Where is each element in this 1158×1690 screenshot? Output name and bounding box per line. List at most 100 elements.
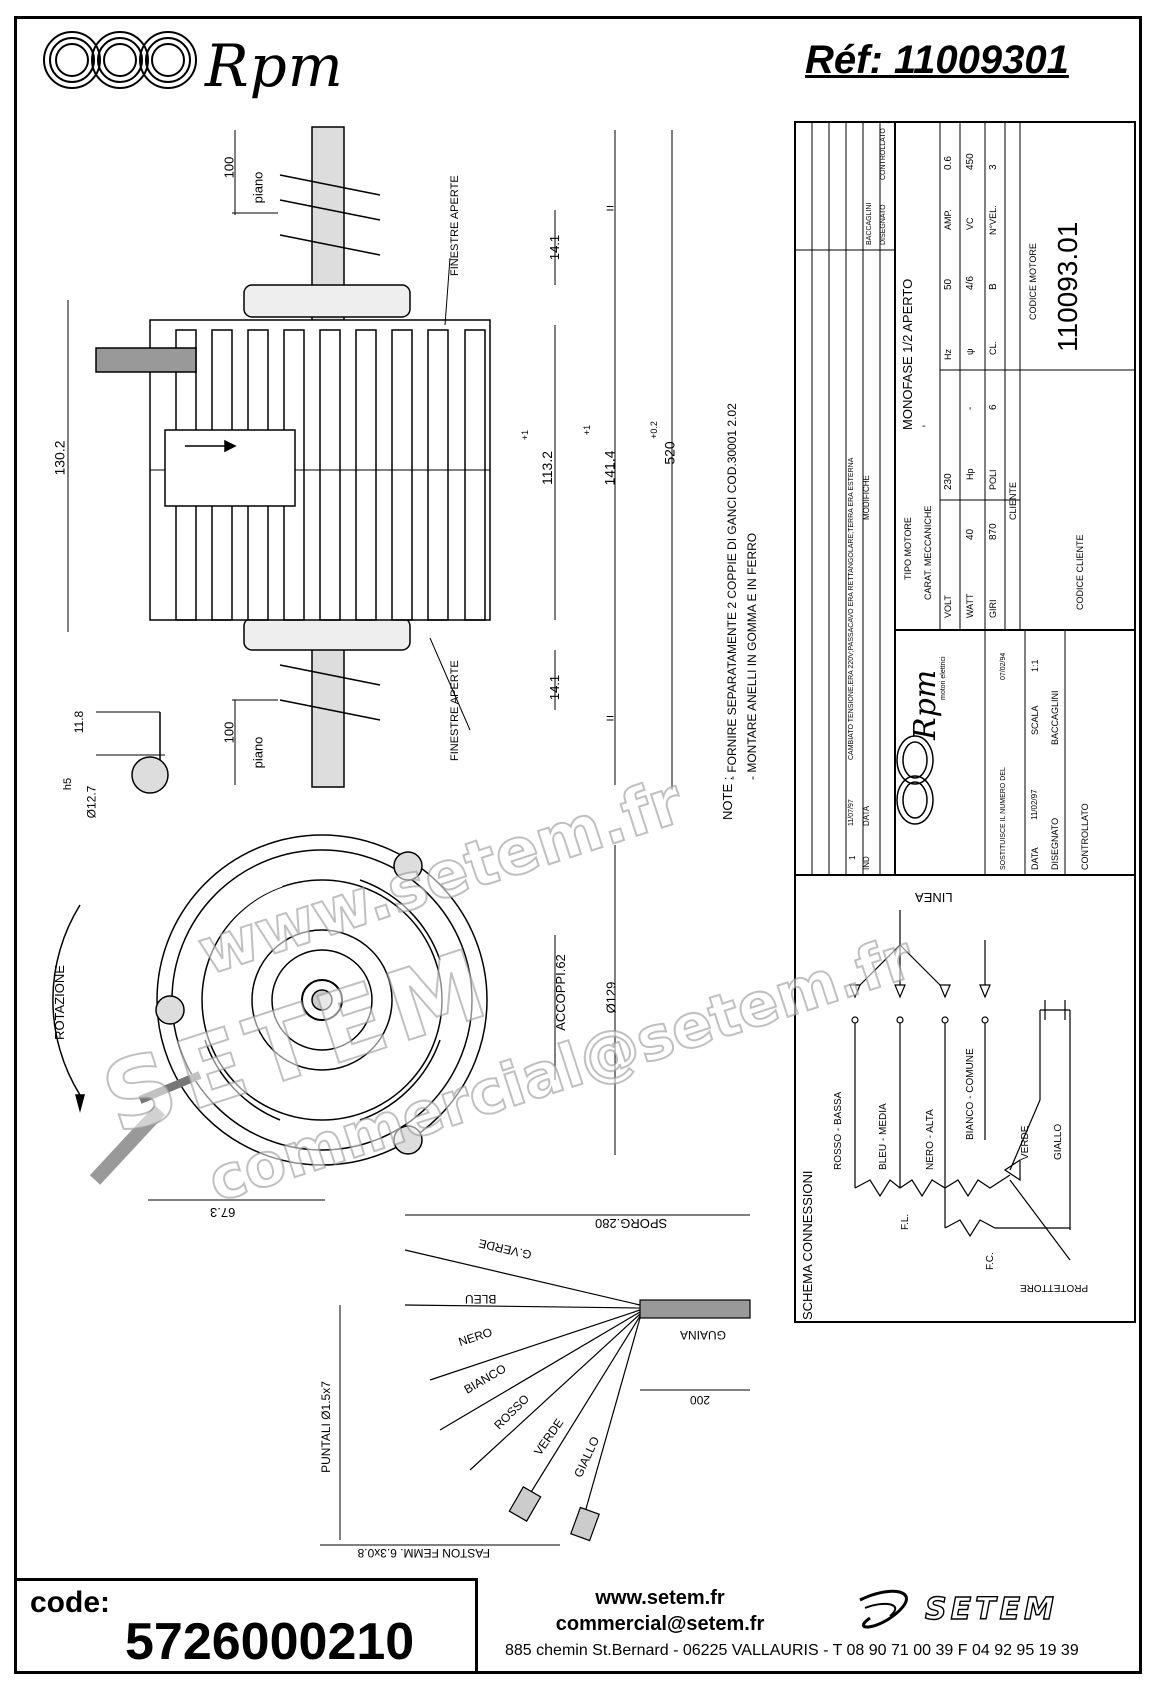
tb-modifiche-header: MODIFICHE xyxy=(862,475,871,520)
connection-schema xyxy=(849,910,1071,1261)
dim-14-1-bottom: 14.1 xyxy=(547,674,563,701)
label-rotazione: ROTAZIONE xyxy=(51,965,67,1040)
reference-number: Réf: 11009301 xyxy=(805,38,1069,82)
tb-sostituisce-label: SOSTITUISCE IL NUMERO DEL xyxy=(1000,767,1007,870)
tb-poli: 6 xyxy=(988,404,999,410)
tb-disegnato-value: BACCAGLINI xyxy=(1050,690,1060,745)
code-box xyxy=(16,1578,478,1674)
schema-protettore: PROTETTORE xyxy=(1020,1282,1089,1293)
schema-fl: F.L. xyxy=(900,1213,911,1230)
tb-vc-label: VC xyxy=(965,217,975,230)
tb-phi: 4/6 xyxy=(965,276,976,290)
schema-title: SCHEMA CONNESSIONI xyxy=(800,1170,815,1320)
tb-data-label: DATA xyxy=(1030,847,1040,870)
tb-logo-text: Rpm xyxy=(908,669,943,740)
notes-prefix: NOTE : xyxy=(720,776,735,820)
code-label: code: xyxy=(30,1586,111,1619)
dim-piano-bottom: 100 xyxy=(221,721,237,744)
dim-11-8: 11.8 xyxy=(72,710,87,734)
tb-vc: 450 xyxy=(965,153,976,170)
tb-hz: 50 xyxy=(943,278,954,290)
tb-volt-label: VOLT xyxy=(943,595,953,618)
dim-sporg: SPORG.280 xyxy=(595,1216,668,1231)
tb-carat-label: CARAT. MECCANICHE xyxy=(923,505,933,600)
dim-14-1-top: 14.1 xyxy=(547,234,563,261)
code-value: 5726000210 xyxy=(125,1613,415,1671)
footer-contact: www.setem.fr commercial@setem.fr xyxy=(530,1585,790,1637)
label-faston: FASTON FEMM. 6.3x0.8 xyxy=(357,1546,490,1560)
motor-side-view xyxy=(67,126,673,794)
dim-12-7: Ø12.7 xyxy=(84,785,99,819)
label-puntali: PUNTALI Ø1.5x7 xyxy=(318,1381,333,1473)
tb-rev-date: 11/07/97 xyxy=(848,799,855,826)
tb-giri: 870 xyxy=(988,523,999,540)
schema-rosso-bassa: ROSSO - BASSA xyxy=(833,1091,844,1170)
footer-address: 885 chemin St.Bernard - 06225 VALLAURIS … xyxy=(505,1642,1079,1659)
dim-129: Ø129 xyxy=(603,981,619,1014)
title-logo-coils-icon xyxy=(896,735,934,825)
label-finestre-top: FINESTRE APERTE xyxy=(449,175,461,276)
tb-controllato-label: CONTROLLATO xyxy=(1080,803,1090,870)
dim-113-tol: +1 xyxy=(520,429,531,441)
tb-codice-cliente-label: CODICE CLIENTE xyxy=(1075,534,1085,610)
motor-front-view xyxy=(52,834,616,1201)
drawing-frame xyxy=(14,16,1142,1674)
schema-linea: LINEA xyxy=(915,890,953,905)
dim-piano-top: 100 xyxy=(221,156,237,179)
schema-fc: F.C. xyxy=(985,1252,996,1270)
tb-tipo-motore-label: TIPO MOTORE xyxy=(903,517,913,580)
title-block-grid xyxy=(794,121,1136,1323)
footer-website[interactable]: www.setem.fr xyxy=(595,1587,725,1609)
tb-controllato-header: CONTROLLATO xyxy=(880,128,887,180)
dim-141: 141.4 xyxy=(601,450,618,486)
label-piano-top: piano xyxy=(250,171,266,204)
eq-bottom: = xyxy=(606,710,615,726)
tb-scala-value: 1:1 xyxy=(1030,659,1040,672)
tb-phi-label: ψ xyxy=(965,348,975,355)
tb-data-value: 11/02/97 xyxy=(1030,789,1039,820)
tb-hz-label: Hz xyxy=(943,349,953,360)
tb-rev-text: CAMBIATO TENSIONE,ERA 220V;PASSACAVO ERA… xyxy=(848,457,855,760)
tb-tipo-motore: MONOFASE 1/2 APERTO xyxy=(900,278,915,430)
dim-113: 113.2 xyxy=(539,451,555,485)
setem-logo-text: SETEM xyxy=(924,1591,1058,1627)
dim-520: 520 xyxy=(661,441,678,465)
footer-email[interactable]: commercial@setem.fr xyxy=(555,1613,765,1635)
dim-67-3: 67.3 xyxy=(210,1205,236,1220)
tb-nvel-label: N°VEL. xyxy=(988,205,998,235)
tb-data-header: DATA xyxy=(862,805,871,826)
tb-hp: - xyxy=(965,406,976,410)
tb-disegnato-header: DISEGNATO xyxy=(880,204,887,245)
tb-rev-num: 1 xyxy=(848,855,857,860)
tb-amp-label: AMP. xyxy=(943,209,953,230)
schema-giallo: GIALLO xyxy=(1053,1123,1064,1160)
tb-logo-sub: motori elettrici xyxy=(940,656,947,700)
wire-harness xyxy=(320,1214,751,1546)
dim-200: 200 xyxy=(690,1393,711,1407)
wire-bleu: BLEU xyxy=(465,1292,497,1306)
tb-carat: - xyxy=(922,420,926,432)
tb-cl: B xyxy=(988,283,999,290)
label-guaina: GUAINA xyxy=(680,1328,727,1342)
brand-name: Rpm xyxy=(205,32,344,100)
tb-watt-label: WATT xyxy=(965,593,975,619)
tb-scala-label: SCALA xyxy=(1030,705,1040,735)
dim-130: 130.2 xyxy=(51,440,68,476)
tb-ind: IND xyxy=(862,856,871,870)
tb-volt: 230 xyxy=(943,473,954,490)
rpm-logo-coils-icon xyxy=(43,31,197,89)
tb-watt: 40 xyxy=(965,528,976,540)
label-finestre-bottom: FINESTRE APERTE xyxy=(449,660,461,761)
eq-top: = xyxy=(606,200,615,216)
tb-cl-label: CL. xyxy=(988,340,998,355)
tb-poli-label: POLI xyxy=(988,469,998,490)
tb-hp-label: Hp xyxy=(965,468,975,480)
tb-amp: 0.6 xyxy=(943,156,954,170)
schema-bleu-media: BLEU - MEDIA xyxy=(878,1103,889,1170)
tb-giri-label: GIRI xyxy=(988,599,998,618)
tb-codice-motore: 110093.01 xyxy=(1052,221,1083,352)
tb-nvel: 3 xyxy=(988,164,999,170)
notes-line2: - MONTARE ANELLI IN GOMMA E IN FERRO xyxy=(745,532,759,780)
dim-520-tol: +0.2 xyxy=(648,421,659,439)
